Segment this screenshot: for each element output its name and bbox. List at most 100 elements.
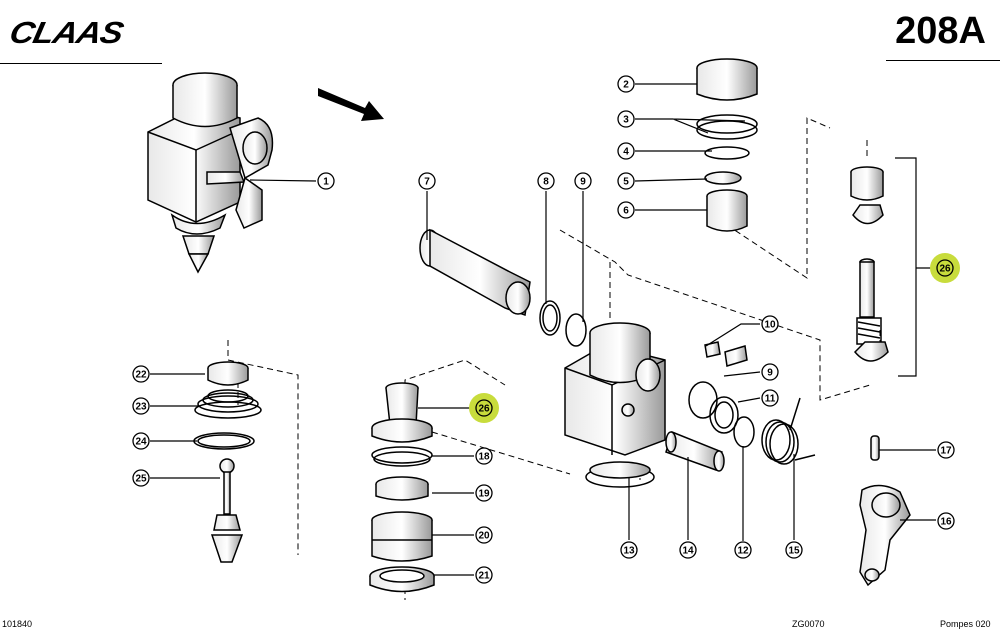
callout-c16: 16 — [937, 512, 955, 530]
callout-c6: 6 — [617, 201, 635, 219]
callout-circle — [617, 201, 635, 219]
callout-c13: 13 — [620, 541, 638, 559]
callout-number: 21 — [478, 571, 490, 582]
callout-circle — [936, 259, 954, 277]
callout-c9a: 9 — [574, 172, 592, 190]
callout-number: 16 — [940, 517, 952, 528]
callout-number: 15 — [788, 546, 800, 557]
callout-number: 6 — [623, 206, 629, 217]
parts-22-25-drawing — [193, 361, 262, 563]
pump-housing-drawing — [564, 322, 666, 488]
page-header: CLAAS 208A — [0, 0, 1000, 66]
callout-circle — [537, 172, 555, 190]
callout-c15: 15 — [785, 541, 803, 559]
callout-number: 20 — [478, 531, 490, 542]
callout-circle — [617, 172, 635, 190]
callout-highlight — [930, 253, 960, 283]
callout-number: 19 — [478, 489, 490, 500]
callout-number: 9 — [580, 177, 586, 188]
callout-c7: 7 — [418, 172, 436, 190]
callout-number: 8 — [543, 177, 549, 188]
callout-c10: 10 — [761, 315, 779, 333]
callout-c8: 8 — [537, 172, 555, 190]
callout-circle — [937, 441, 955, 459]
callout-circle — [761, 363, 779, 381]
callout-number: 13 — [623, 546, 635, 557]
callout-number: 7 — [424, 177, 430, 188]
callout-circle — [574, 172, 592, 190]
direction-arrow-icon — [318, 88, 384, 121]
callout-number: 1 — [323, 177, 329, 188]
callout-number: 12 — [737, 546, 749, 557]
callout-number: 22 — [135, 370, 147, 381]
callout-circle — [475, 399, 493, 417]
callout-circle — [475, 526, 493, 544]
callout-c21: 21 — [475, 566, 493, 584]
callout-highlight — [469, 393, 499, 423]
callout-c5: 5 — [617, 172, 635, 190]
callout-circle — [761, 315, 779, 333]
callout-circle — [132, 397, 150, 415]
callout-circle — [679, 541, 697, 559]
callout-circle — [475, 447, 493, 465]
callout-circle — [785, 541, 803, 559]
footer-right-code: Pompes 020 — [940, 619, 991, 629]
callout-c3: 3 — [617, 110, 635, 128]
callout-circle — [937, 512, 955, 530]
callout-number: 4 — [623, 147, 629, 158]
small-parts-right-drawing — [665, 341, 816, 472]
callout-circle — [475, 484, 493, 502]
exploded-view-guide-lines — [227, 117, 881, 600]
callout-circle — [132, 469, 150, 487]
callout-c19: 19 — [475, 484, 493, 502]
callout-c12: 12 — [734, 541, 752, 559]
callout-c11: 11 — [761, 389, 779, 407]
callout-number: 17 — [940, 446, 952, 457]
callout-c4: 4 — [617, 142, 635, 160]
callout-circle — [475, 566, 493, 584]
callout-circle — [132, 365, 150, 383]
callout-circle — [617, 110, 635, 128]
header-rule-right — [886, 60, 1000, 61]
callout-number: 14 — [682, 546, 694, 557]
callout-number: 3 — [623, 115, 629, 126]
footer-mid-code: ZG0070 — [792, 619, 825, 629]
callout-number: 26 — [478, 404, 490, 415]
callout-c26b: 26 — [930, 253, 960, 283]
callout-number: 5 — [623, 177, 629, 188]
callout-c2: 2 — [617, 75, 635, 93]
callout-circle — [734, 541, 752, 559]
callout-c18: 18 — [475, 447, 493, 465]
callout-number: 11 — [765, 394, 776, 405]
callout-c22: 22 — [132, 365, 150, 383]
callout-circle — [617, 142, 635, 160]
callout-c1: 1 — [317, 172, 335, 190]
callout-circle — [761, 389, 779, 407]
pump-assembly-drawing — [147, 72, 274, 274]
shaft-and-seals-drawing — [419, 228, 587, 347]
callout-c26a: 26 — [469, 393, 499, 423]
callout-number: 25 — [135, 474, 147, 485]
callout-circle — [620, 541, 638, 559]
valve-parts-right-drawing — [850, 166, 911, 587]
callout-number: 18 — [478, 452, 490, 463]
callout-c14: 14 — [679, 541, 697, 559]
header-rule-left — [0, 63, 162, 64]
callout-c24: 24 — [132, 432, 150, 450]
callout-number: 2 — [623, 80, 629, 91]
parts-2-6-drawing — [696, 58, 758, 232]
footer-left-code: 101840 — [2, 619, 33, 629]
callout-circle — [317, 172, 335, 190]
callout-c23: 23 — [132, 397, 150, 415]
callout-circle — [418, 172, 436, 190]
callout-number: 23 — [135, 402, 147, 413]
callout-circle — [132, 432, 150, 450]
callout-leader-lines — [150, 83, 936, 576]
callout-number: 10 — [764, 320, 776, 331]
callout-c17: 17 — [937, 441, 955, 459]
parts-18-21-drawing — [369, 382, 435, 593]
callout-c9b: 9 — [761, 363, 779, 381]
callout-c25: 25 — [132, 469, 150, 487]
